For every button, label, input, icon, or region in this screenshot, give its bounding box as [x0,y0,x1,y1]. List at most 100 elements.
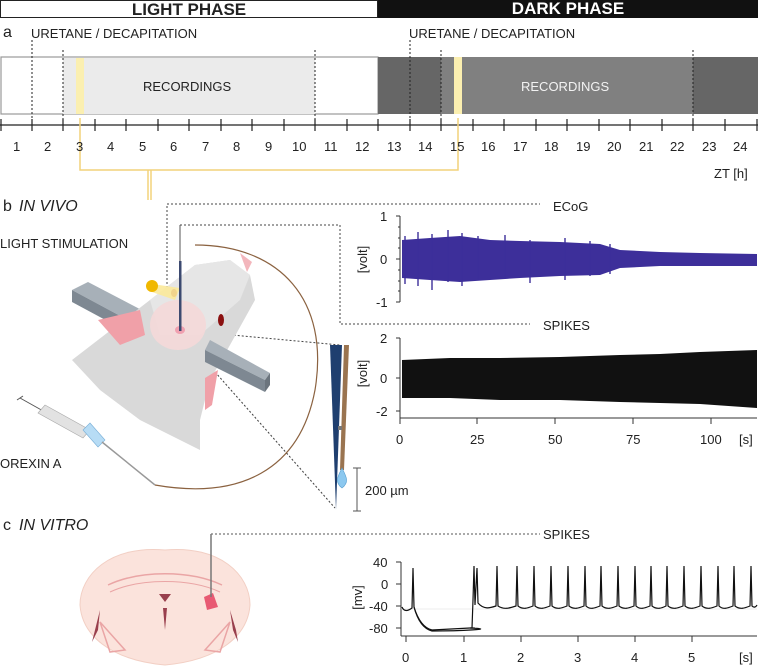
rat-head [72,260,255,450]
light-stimulus-marker [76,58,84,114]
spikes-vivo-chart [396,337,757,424]
spikes-vitro-xtick: 0 [402,650,410,665]
spikes-vivo-xtick: 0 [396,432,404,447]
tick-label: 7 [202,139,210,154]
panel-c-title: IN VITRO [19,517,89,534]
electrode [179,261,182,331]
spikes-vivo-xtick: 25 [470,432,485,447]
ecog-ylabel: [volt] [355,245,371,274]
dark-recording-block [441,57,693,114]
spikes-vitro-xtick: 4 [631,650,639,665]
tick-label: 21 [639,139,654,154]
tick-label: 24 [733,139,748,154]
spikes-vitro-xlabel: [s] [739,650,753,665]
uretane-label-dark: URETANE / DECAPITATION [409,26,576,41]
drop-icon [337,467,347,489]
ear-bar-left [72,282,180,340]
scale-bar-label: 200 µm [365,483,409,498]
spikes-vitro-xticks [405,636,693,642]
spikes-vitro-ylabel: [mv] [349,585,365,610]
spikes-vitro-ytick: 40 [373,555,388,570]
spikes-vitro-chart [396,561,758,642]
spikes-vitro-ytick: 0 [381,577,389,592]
tick-label: 13 [387,139,402,154]
leader-lines [166,203,540,509]
spikes-vivo-xtick: 75 [626,432,641,447]
spikes-vivo-ytick: 2 [380,331,388,346]
spikes-label-vivo: SPIKES [543,318,590,333]
light-phase-header: LIGHT PHASE [0,0,378,19]
tick-label: 4 [107,139,115,154]
recordings-label-light: RECORDINGS [143,79,232,94]
cannula-tip [340,345,349,470]
tick-label: 16 [481,139,496,154]
spikes-vivo-xlabel: [s] [739,432,753,447]
spikes-vitro-ytick: -80 [369,621,388,636]
ear-right [205,370,218,410]
ecog-chart [396,215,757,303]
tick-label: 9 [265,139,273,154]
light-phase-label: LIGHT PHASE [131,0,247,19]
light-stimulation-label: LIGHT STIMULATION [0,236,129,251]
spikes-vivo-xtick: 100 [700,432,722,447]
zt-ticks [0,119,758,131]
cannula-tubing [154,244,319,490]
spikes-vivo-xticks [399,418,712,424]
orexin-label: OREXIN A [0,456,62,471]
spikes-vitro-xtick: 1 [460,650,468,665]
panel-a-letter: a [3,24,12,41]
spikes-vivo-ytick: -2 [376,404,388,419]
uretane-label-light: URETANE / DECAPITATION [31,26,198,41]
spikes-vitro-ytick: -40 [369,599,388,614]
tick-label: 5 [139,139,147,154]
electrode-shank [330,345,342,510]
recordings-label-dark: RECORDINGS [521,79,610,94]
tick-label: 22 [670,139,685,154]
tick-label: 11 [324,139,338,154]
ecog-label: ECoG [553,199,589,214]
spikes-vivo-ytick: 0 [380,371,388,386]
tick-label: 8 [233,139,241,154]
spikes-vitro-xtick: 5 [688,650,696,665]
stimulus-connector [79,118,459,200]
craniotomy [150,300,206,350]
light-recording-block [63,58,315,114]
ecog-ytick: 0 [380,252,388,267]
tick-label: 19 [576,139,591,154]
light-beam [152,284,180,300]
ear-left [98,310,145,345]
nose [240,253,252,272]
spikes-label-vitro: SPIKES [543,527,590,542]
brain-slice [79,548,251,666]
recording-region [204,593,218,610]
dark-phase-label: DARK PHASE [511,0,625,18]
dark-phase-header: DARK PHASE [378,0,758,18]
zt-axis-label: ZT [h] [714,166,748,181]
ecog-ytick: 1 [380,209,388,224]
third-ventricle [159,594,171,602]
tick-label: 18 [544,139,559,154]
tick-label: 23 [702,139,717,154]
tick-label: 12 [355,139,370,154]
tick-label: 2 [44,139,52,154]
tick-label: 3 [76,139,84,154]
spikes-vivo-xtick: 50 [548,432,563,447]
spikes-vivo-trace [402,350,757,408]
spikes-vitro-xtick: 3 [574,650,582,665]
dark-stimulus-marker [454,57,462,114]
spikes-vitro-trace [401,567,481,632]
electrode-zoom [330,345,349,510]
panel-b-letter: b [3,198,12,215]
ecog-trace [402,236,757,282]
recording-site [175,326,185,334]
eye-left [171,289,177,297]
tick-label: 10 [292,139,307,154]
syringe [16,395,156,486]
eye-right [218,314,224,326]
tick-label: 15 [450,139,465,154]
panel-c-letter: c [3,517,11,534]
ecog-ytick: -1 [376,295,388,310]
tick-label: 14 [418,139,433,154]
event-lines [31,40,694,125]
tick-label: 17 [513,139,528,154]
